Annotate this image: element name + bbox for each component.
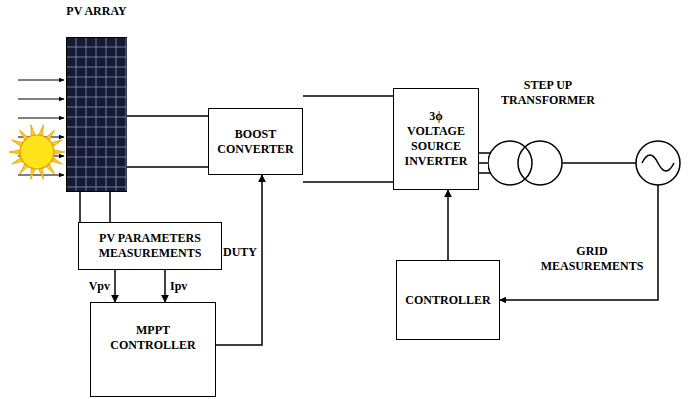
light-arrows <box>18 80 64 175</box>
text-stack: PV PARAMETERS MEASUREMENTS <box>87 231 213 261</box>
process-box: PV PARAMETERS MEASUREMENTS <box>78 222 222 270</box>
text-stack: MPPT CONTROLLER <box>99 323 207 353</box>
transformer-winding <box>488 141 532 185</box>
light-arrow <box>18 118 64 119</box>
grid-wire <box>562 162 636 164</box>
connector <box>127 116 208 167</box>
connector <box>164 270 166 302</box>
box-label: BOOST CONVERTER <box>217 127 294 157</box>
connector <box>80 192 110 222</box>
text-stack: CONTROLLER <box>405 293 490 308</box>
light-arrow <box>18 99 64 100</box>
connector <box>447 190 449 260</box>
grid-measurement-line <box>500 185 658 300</box>
controller-box: MPPT CONTROLLER <box>90 302 216 397</box>
text-stack: BOOST CONVERTER <box>217 127 294 157</box>
connector <box>216 175 262 345</box>
box-label: CONTROLLER <box>405 293 490 308</box>
text-stack: 3ϕ VOLTAGE SOURCE INVERTER <box>402 109 470 169</box>
connector <box>114 270 116 302</box>
heading-label: STEP UP TRANSFORMER <box>488 78 608 108</box>
signal-label: DUTY <box>223 245 257 260</box>
box-label: 3ϕ VOLTAGE SOURCE INVERTER <box>402 109 470 169</box>
grid-source-symbol <box>636 141 680 185</box>
process-box: BOOST CONVERTER <box>208 108 303 175</box>
connector <box>303 96 393 182</box>
sun-symbol <box>9 125 65 180</box>
pv-array: PV ARRAY <box>66 4 127 192</box>
box-label: MPPT CONTROLLER <box>99 323 207 353</box>
controller-box: CONTROLLER <box>396 260 500 340</box>
signal-label: GRID MEASUREMENTS <box>538 244 646 274</box>
transformer: STEP UP TRANSFORMER <box>488 78 608 190</box>
process-box: 3ϕ VOLTAGE SOURCE INVERTER <box>393 88 479 190</box>
solar-panel-symbol <box>66 37 127 192</box>
signal-label: Vpv <box>89 279 110 294</box>
box-label: PV PARAMETERS MEASUREMENTS <box>87 231 213 261</box>
light-arrow <box>18 80 64 81</box>
signal-label: Ipv <box>170 279 187 294</box>
sine-wave <box>642 155 674 171</box>
transformer-winding <box>518 141 562 185</box>
heading-label: PV ARRAY <box>66 4 127 19</box>
sun-disc <box>20 135 54 169</box>
